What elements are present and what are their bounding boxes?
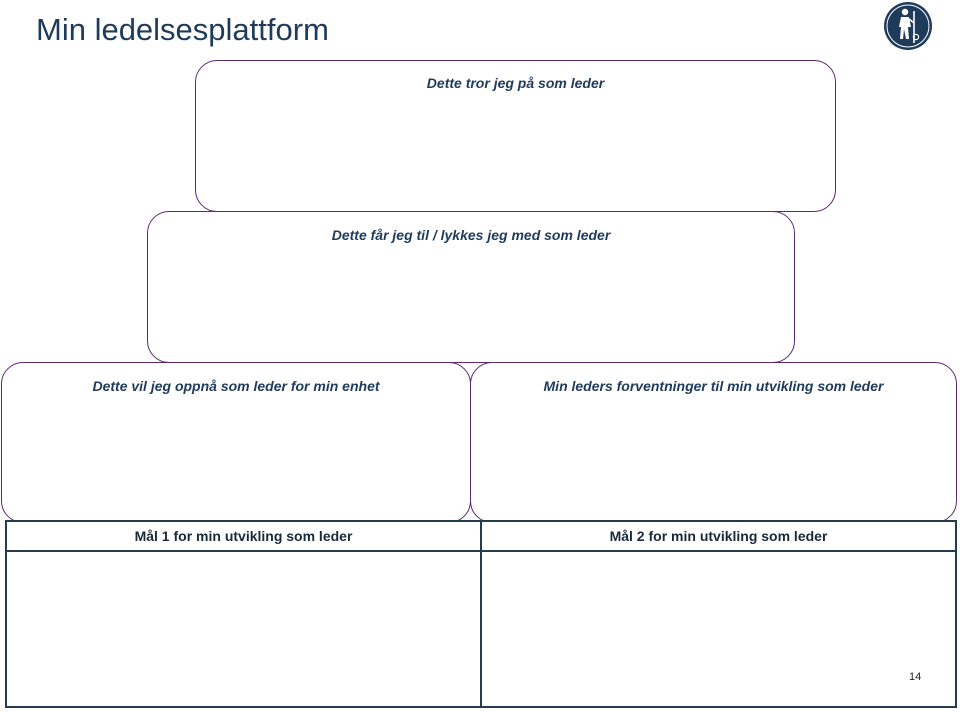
goals-header-row: Mål 1 for min utvikling som leder Mål 2 … (5, 519, 957, 553)
achieve-box: Dette vil jeg oppnå som leder for min en… (1, 362, 471, 523)
goal-1-cell[interactable] (5, 550, 482, 708)
beliefs-box: Dette tror jeg på som leder (195, 60, 836, 212)
success-box: Dette får jeg til / lykkes jeg med som l… (147, 211, 795, 363)
success-label: Dette får jeg til / lykkes jeg med som l… (331, 227, 611, 243)
goal-2-cell[interactable] (480, 550, 957, 708)
page-number: 14 (909, 671, 922, 683)
beliefs-label: Dette tror jeg på som leder (426, 75, 605, 91)
expectations-label: Min leders forventninger til min utvikli… (543, 378, 884, 394)
achieve-label: Dette vil jeg oppnå som leder for min en… (92, 378, 380, 394)
goals-table: Mål 1 for min utvikling som leder Mål 2 … (5, 519, 957, 708)
goals-body-row (5, 550, 957, 708)
goal-2-header: Mål 2 for min utvikling som leder (480, 519, 957, 553)
goal-1-header: Mål 1 for min utvikling som leder (5, 519, 482, 553)
expectations-box: Min leders forventninger til min utvikli… (470, 362, 957, 523)
hiker-logo-icon (883, 1, 933, 51)
page-title: Min ledelsesplattform (36, 12, 329, 47)
